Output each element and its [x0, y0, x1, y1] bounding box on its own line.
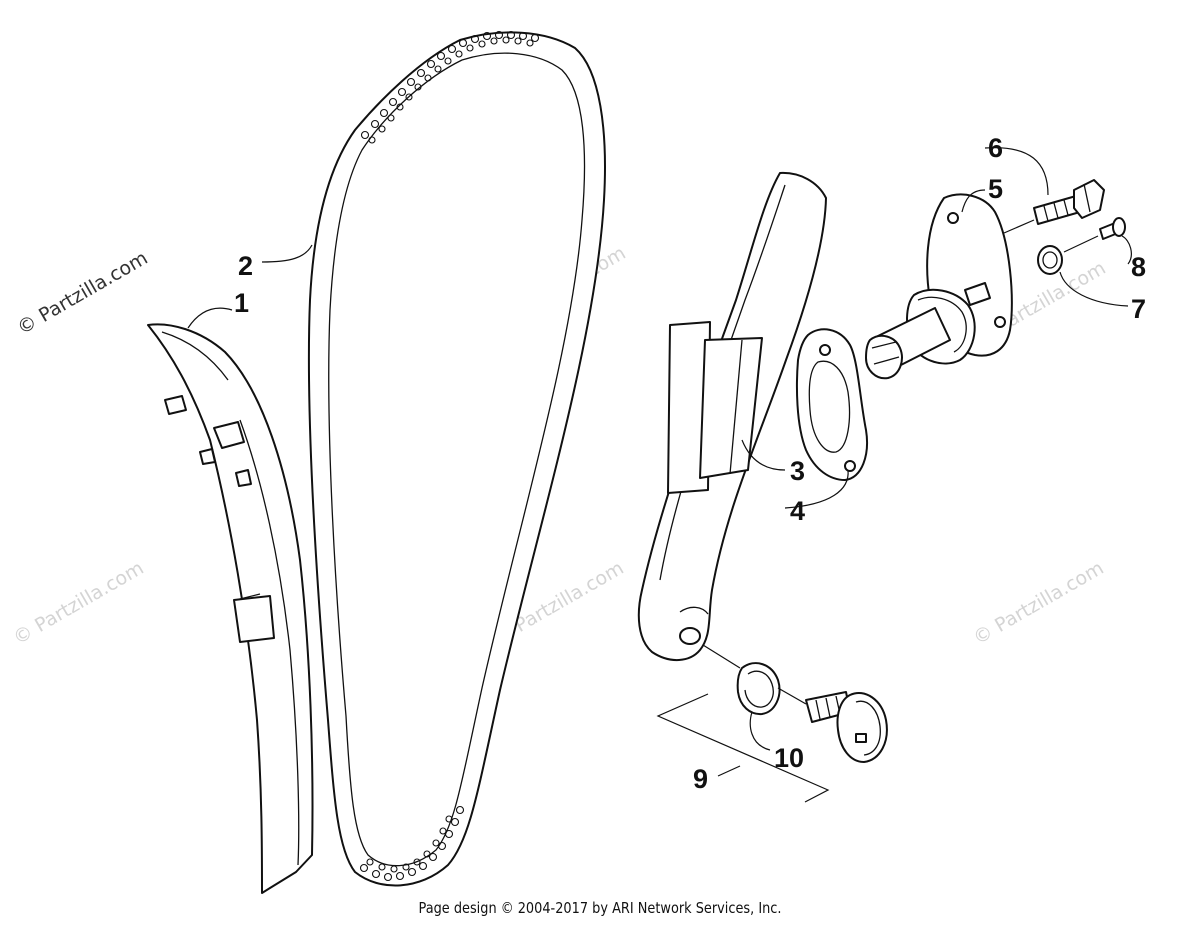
dash-pivot-axis-b — [777, 687, 807, 705]
copyright-footer: Page design © 2004-2017 by ARI Network S… — [418, 899, 782, 917]
callout-10: 10 — [774, 743, 804, 773]
leader-9 — [717, 765, 741, 777]
callout-2: 2 — [238, 251, 253, 281]
chain-links-bottom — [359, 805, 465, 882]
leader-10 — [749, 711, 771, 751]
part-chain-guide — [147, 323, 314, 894]
callout-6: 6 — [988, 133, 1003, 163]
leader-7 — [1059, 271, 1129, 307]
part-cam-chain — [307, 30, 606, 887]
watermark-primary: © Partzilla.com — [14, 247, 152, 339]
leader-8 — [1121, 235, 1132, 265]
bracket-9 — [656, 693, 830, 803]
part-tensioner-body — [865, 193, 1013, 380]
callout-9: 9 — [693, 764, 708, 794]
callout-7: 7 — [1131, 294, 1146, 324]
leader-4 — [784, 469, 849, 509]
callout-1: 1 — [234, 288, 249, 318]
leader-5 — [961, 189, 986, 213]
leader-3 — [741, 439, 786, 471]
part-screw-small — [1099, 217, 1126, 240]
dash-pivot-axis-a — [702, 644, 741, 669]
dash-bolt-axis — [1003, 219, 1035, 234]
part-washer — [1037, 245, 1063, 275]
watermark: © Partzilla.com — [970, 557, 1108, 649]
leader-1 — [187, 307, 233, 329]
callout-5: 5 — [988, 174, 1003, 204]
watermark: © Partzilla.com — [10, 557, 148, 649]
chain-links-top — [360, 30, 540, 144]
leader-2 — [261, 244, 313, 263]
part-pivot-bolt-assembly — [736, 662, 888, 763]
callout-8: 8 — [1131, 252, 1146, 282]
part-bolt — [1033, 179, 1105, 225]
part-gasket — [795, 328, 868, 481]
leader-lines — [187, 147, 1132, 803]
callouts: 1 2 3 4 5 6 7 8 9 10 — [234, 133, 1146, 794]
leader-6 — [984, 147, 1049, 196]
part-tensioner-guide — [637, 171, 827, 661]
callout-4: 4 — [790, 496, 805, 526]
dash-screw-axis — [1063, 235, 1099, 253]
callout-3: 3 — [790, 456, 805, 486]
